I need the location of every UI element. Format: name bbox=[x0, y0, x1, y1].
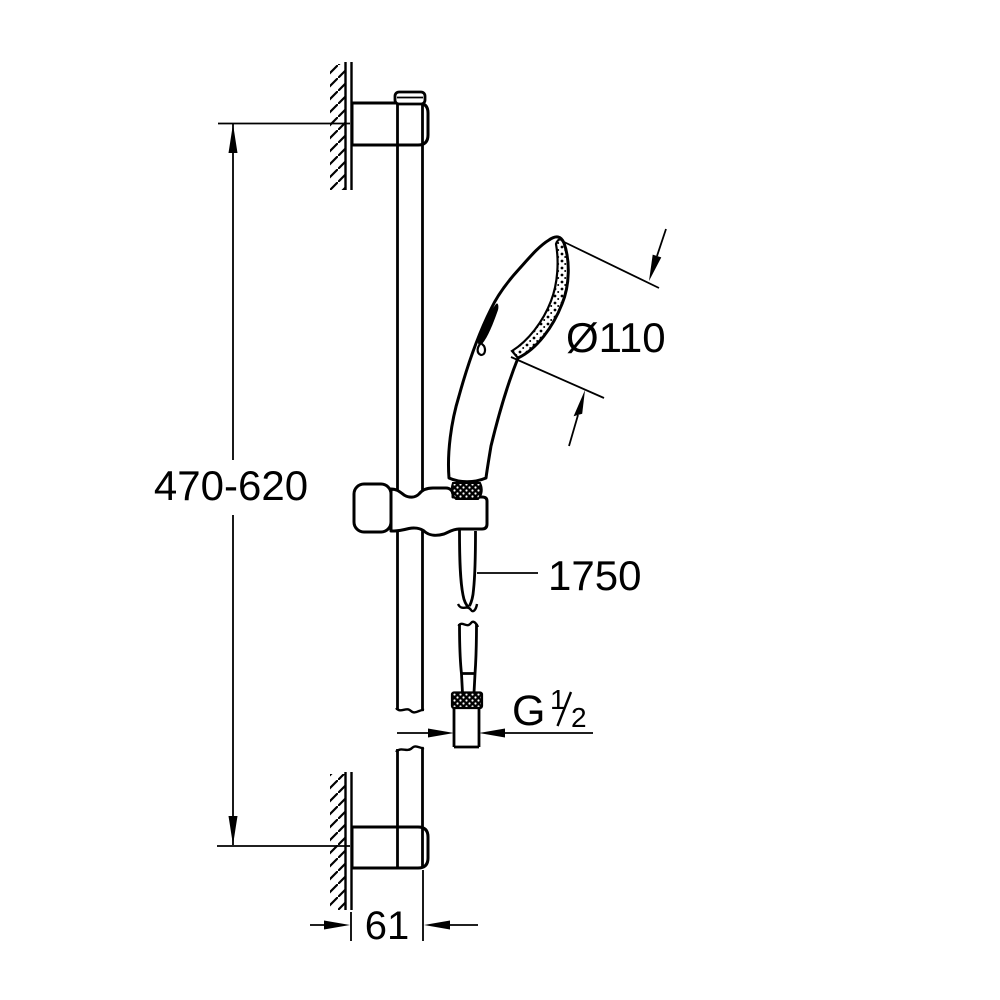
dimension-thread-size: G 1 2 bbox=[397, 684, 593, 738]
arrow-right-icon bbox=[428, 728, 454, 738]
rail-break-line-upper bbox=[395, 707, 425, 714]
fraction-slash bbox=[556, 691, 573, 727]
arrow-up-right-icon bbox=[573, 390, 585, 417]
shower-rail bbox=[393, 90, 427, 867]
hose-coupling-nut bbox=[450, 691, 484, 710]
dimension-wall-offset: 61 bbox=[310, 870, 478, 948]
holder-clamp-knob bbox=[352, 482, 393, 534]
arrow-down-icon bbox=[228, 816, 238, 845]
hose-lower-segment bbox=[458, 623, 478, 694]
wall-hatching-top bbox=[330, 64, 346, 190]
hose-break-line-upper bbox=[456, 603, 479, 613]
shower-hose bbox=[450, 529, 484, 749]
rail-break-line-lower bbox=[395, 745, 425, 753]
wall-hatching-bottom bbox=[330, 774, 346, 910]
hose-upper-segment bbox=[458, 529, 477, 609]
arrow-down-left-icon bbox=[649, 254, 662, 281]
arrow-left-icon bbox=[479, 728, 505, 738]
dimension-hose-length: 1750 bbox=[477, 552, 641, 599]
arrow-left-icon bbox=[424, 920, 450, 930]
diameter-tangent-lines bbox=[510, 240, 660, 399]
wall-bracket-top bbox=[350, 101, 430, 147]
hand-shower-clip-notch bbox=[476, 341, 487, 357]
thread-letter-label: G bbox=[512, 687, 545, 735]
rail-lower-segment bbox=[396, 748, 424, 867]
hand-shower bbox=[447, 235, 570, 500]
rail-upper-segment bbox=[396, 104, 424, 711]
wall-offset-label: 61 bbox=[365, 904, 410, 948]
head-diameter-label: Ø110 bbox=[566, 314, 666, 361]
offset-extension-lines bbox=[350, 870, 424, 941]
dimension-height-range: 470-620 bbox=[154, 122, 350, 847]
dimension-head-diameter: Ø110 bbox=[510, 228, 667, 447]
wall-section-bottom bbox=[330, 772, 353, 910]
diameter-arrow-tail-lower bbox=[568, 414, 579, 447]
spray-face bbox=[510, 238, 570, 360]
hose-thread-connector bbox=[452, 708, 481, 749]
thread-denominator-label: 2 bbox=[571, 702, 587, 733]
height-range-label: 470-620 bbox=[154, 462, 308, 509]
wall-bracket-bottom bbox=[350, 825, 430, 870]
hand-shower-clip bbox=[478, 303, 499, 346]
diameter-arrow-tail-upper bbox=[656, 228, 667, 257]
hand-shower-knurled-nut bbox=[450, 482, 483, 500]
hose-length-label: 1750 bbox=[548, 552, 641, 599]
arrow-up-icon bbox=[228, 124, 238, 153]
arrow-right-icon bbox=[324, 920, 350, 930]
thread-numerator-label: 1 bbox=[550, 684, 566, 715]
hose-break-line-lower bbox=[457, 620, 480, 628]
dimension-extension-lines-height bbox=[217, 122, 350, 847]
